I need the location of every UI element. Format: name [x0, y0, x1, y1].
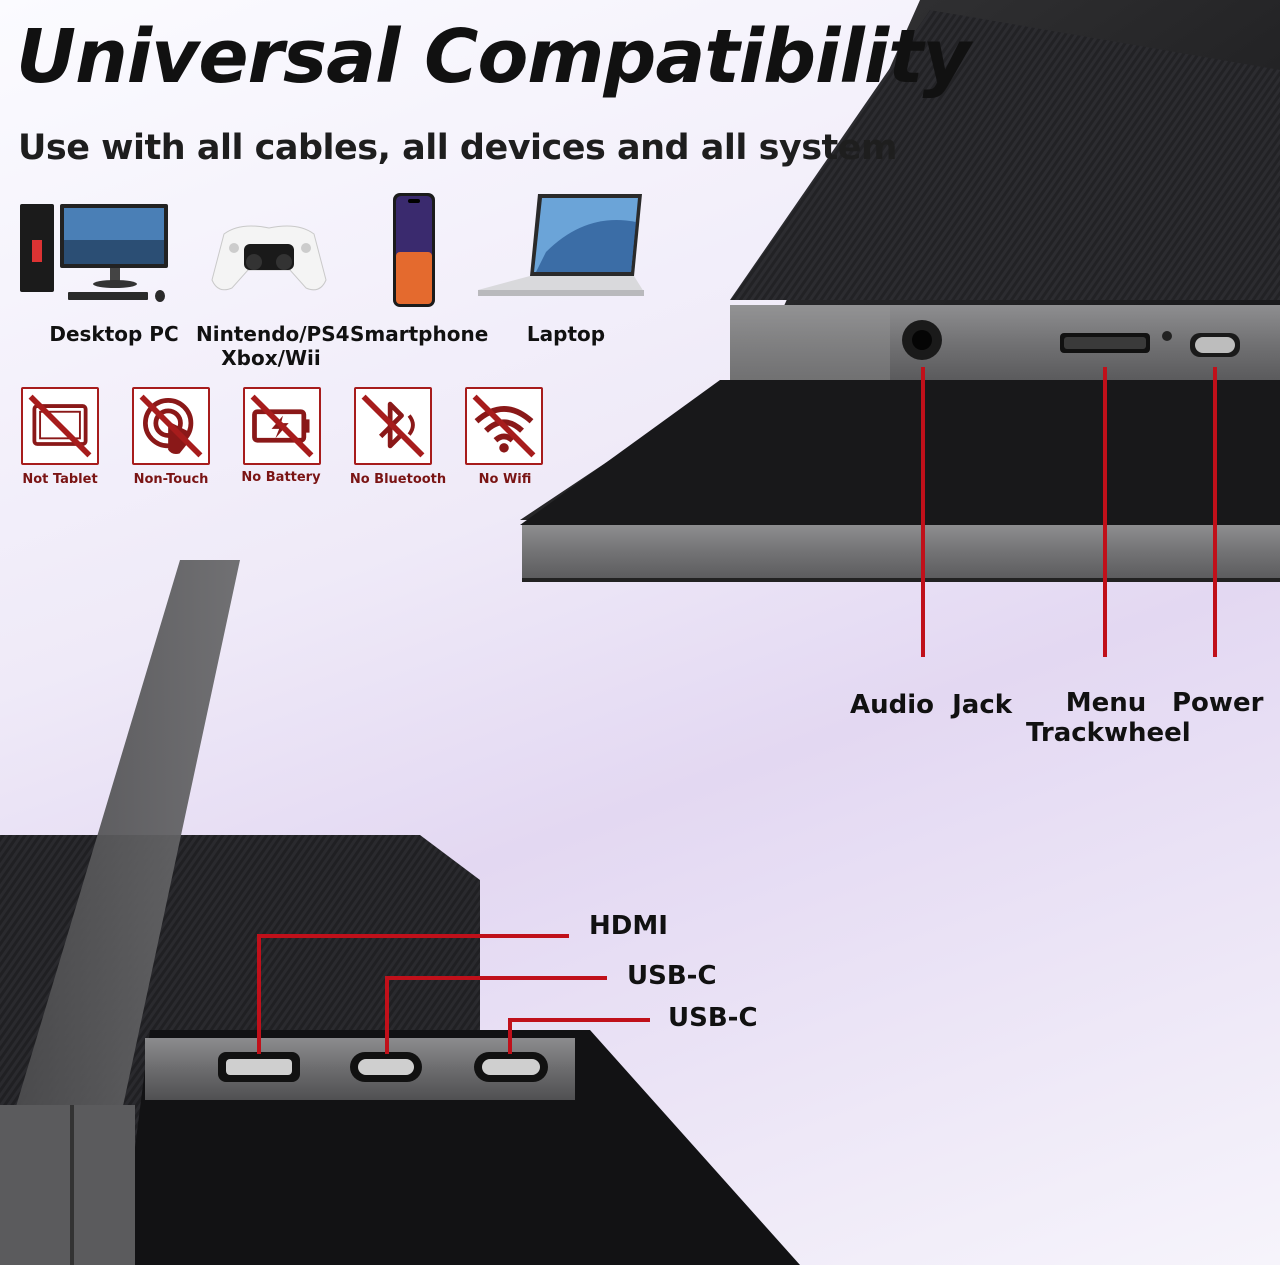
no-label-battery: No Battery [241, 470, 321, 485]
hdmi-callout-vertical [257, 934, 261, 1054]
device-label-smartphone: Smartphone [350, 322, 489, 346]
monitor-bottom-left [0, 560, 820, 1265]
port-label-menu-trackwheel: Menu Trackwheel [1026, 688, 1191, 748]
usbc1-callout-horizontal [385, 976, 607, 980]
hdmi-callout-horizontal [257, 934, 569, 938]
usbc2-callout-vertical [508, 1018, 512, 1054]
no-label-wifi: No Wifi [478, 472, 532, 487]
port-label-audio-jack: Audio Jack [850, 690, 1013, 720]
game-controller-icon [210, 218, 328, 298]
device-label-laptop: Laptop [526, 322, 606, 346]
no-battery-icon [243, 387, 321, 465]
port-label-power: Power [1172, 688, 1264, 718]
no-label-bluetooth: No Bluetooth [349, 472, 447, 487]
no-touch-icon [132, 387, 210, 465]
page-subtitle: Use with all cables, all devices and all… [18, 128, 898, 168]
usbc1-callout-vertical [385, 976, 389, 1054]
no-wifi-icon [465, 387, 543, 465]
no-tablet-icon [21, 387, 99, 465]
smartphone-icon [392, 192, 436, 308]
monitor-bottom-left-illustration [0, 560, 800, 1265]
port-label-hdmi: HDMI [589, 911, 668, 941]
page-title: Universal Compatibility [16, 14, 971, 100]
device-label-console: Nintendo/PS4 Xbox/Wii [196, 322, 350, 370]
monitor-top-right-illustration [520, 0, 1280, 582]
device-label-desktop-pc: Desktop PC [49, 322, 179, 346]
power-callout-line [1213, 367, 1217, 657]
desktop-pc-icon [18, 200, 170, 310]
device-label-console-text: Nintendo/PS4 Xbox/Wii [196, 322, 350, 370]
port-label-usbc-1: USB-C [627, 961, 717, 991]
usbc2-callout-horizontal [508, 1018, 650, 1022]
no-label-touch: Non-Touch [133, 472, 209, 487]
monitor-top-right [0, 0, 1280, 600]
port-label-menu-trackwheel-text: Menu Trackwheel [1026, 688, 1191, 748]
menu-callout-line [1103, 367, 1107, 657]
no-label-tablet: Not Tablet [22, 472, 98, 487]
port-label-usbc-2: USB-C [668, 1003, 758, 1033]
laptop-icon [476, 192, 646, 304]
no-bluetooth-icon [354, 387, 432, 465]
audio-jack-callout-line [921, 367, 925, 657]
